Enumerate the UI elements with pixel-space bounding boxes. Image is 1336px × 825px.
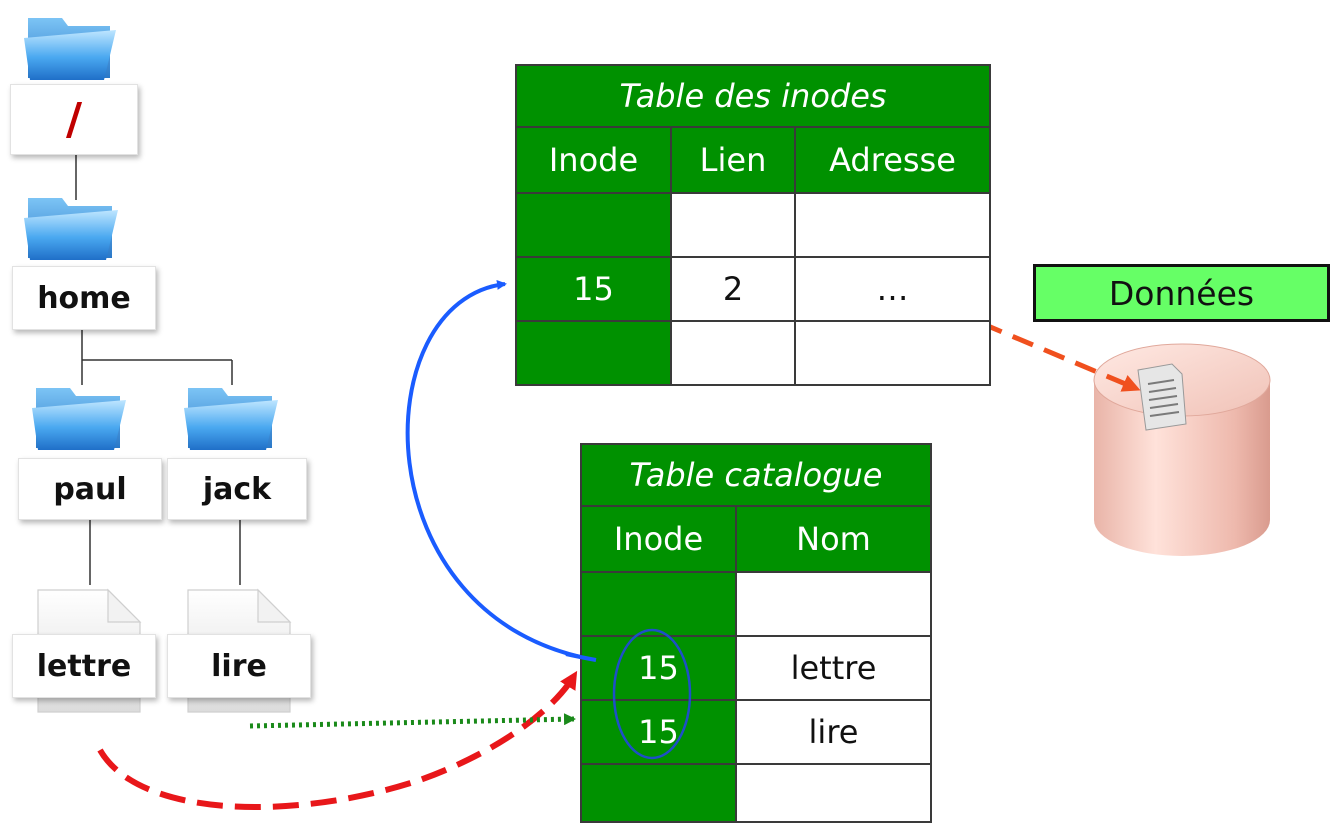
table-row	[515, 320, 991, 386]
nom-cell: lettre	[735, 635, 932, 701]
inode-table-caption: Table des inodes	[515, 64, 991, 128]
home-folder-label: home	[12, 266, 156, 330]
table-row: 15 lettre	[580, 635, 932, 701]
storage-cylinder-icon	[1093, 343, 1271, 556]
inode-table-header-inode: Inode	[515, 126, 672, 194]
table-row: 15 lire	[580, 699, 932, 765]
inode-table-header-adresse: Adresse	[794, 126, 991, 194]
paul-folder-label: paul	[18, 458, 162, 520]
table-row	[580, 571, 932, 637]
donnees-label: Données	[1033, 264, 1330, 322]
nom-cell	[735, 763, 932, 823]
lien-cell	[670, 192, 796, 258]
tree-connectors	[75, 155, 241, 585]
adresse-cell: …	[794, 256, 991, 322]
catalogue-table-header-inode: Inode	[580, 505, 737, 573]
inode-cell	[515, 320, 672, 386]
document-in-storage-icon	[1137, 363, 1187, 431]
table-row	[580, 763, 932, 823]
catalogue-table-caption: Table catalogue	[580, 443, 932, 507]
table-row	[515, 192, 991, 258]
inode-cell: 15	[515, 256, 672, 322]
nom-cell: lire	[735, 699, 932, 765]
folder-icon-home	[24, 198, 118, 260]
inode-cell	[515, 192, 672, 258]
catalogue-table-header-nom: Nom	[735, 505, 932, 573]
inode-cell: 15	[580, 699, 737, 765]
inode-table: Table des inodes Inode Lien Adresse 15 2…	[515, 64, 991, 386]
lien-cell	[670, 320, 796, 386]
folder-icon-paul	[32, 388, 126, 450]
inode-cell	[580, 571, 737, 637]
catalogue-table: Table catalogue Inode Nom 15 lettre 15 l…	[580, 443, 932, 823]
adresse-cell	[794, 192, 991, 258]
lettre-file-label: lettre	[12, 634, 156, 698]
inode-cell: 15	[580, 635, 737, 701]
jack-folder-label: jack	[167, 458, 307, 520]
nom-cell	[735, 571, 932, 637]
lien-cell: 2	[670, 256, 796, 322]
folder-icon-root	[24, 18, 116, 80]
green-dotted-arrow	[249, 713, 576, 729]
table-row: 15 2 …	[515, 256, 991, 322]
inode-table-header-lien: Lien	[670, 126, 796, 194]
inode-cell	[580, 763, 737, 823]
lire-file-label: lire	[167, 634, 311, 698]
root-folder-label: /	[10, 84, 138, 155]
blue-link-arrow	[405, 279, 597, 662]
folder-icon-jack	[184, 388, 278, 450]
adresse-cell	[794, 320, 991, 386]
